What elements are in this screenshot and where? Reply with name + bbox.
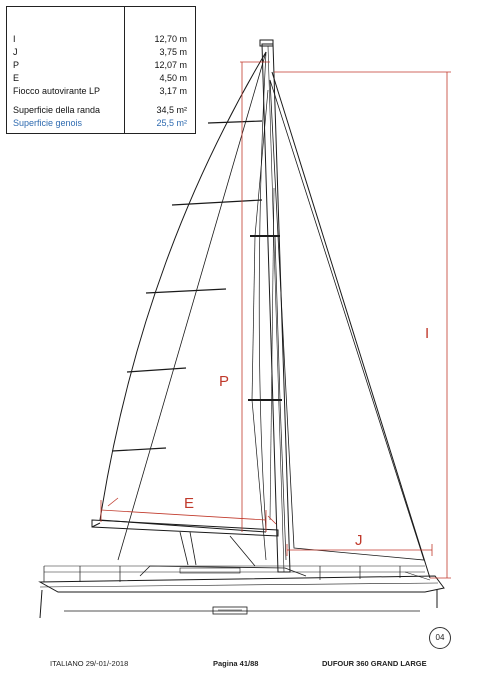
spec-row-e: E 4,50 m [7,72,195,84]
rig-spec-table: I 12,70 m J 3,75 m P 12,07 m E 4,50 m Fi… [6,6,196,134]
spec-row-jib-lp: Fiocco autovirante LP 3,17 m [7,85,195,97]
spec-label: I [13,34,16,44]
dimension-label-j: J [355,532,363,549]
shroud [279,399,287,561]
batten [171,199,263,206]
cabin-window [179,567,241,574]
shroud [254,89,269,237]
keel-marker [212,606,248,615]
shroud [251,235,256,401]
spec-value: 34,5 m² [156,105,187,115]
footer-page-number: Pagina 41/88 [213,659,259,668]
forestay [271,71,431,579]
spec-row-i: I 12,70 m [7,33,195,45]
mainsail-leech [99,51,267,533]
cabin-top [139,565,307,577]
spec-value: 12,07 m [154,60,187,70]
dimension-label-i: I [425,325,429,342]
spec-label: E [13,73,20,83]
mast-track [267,45,285,573]
spec-label: Superficie genois [13,118,83,128]
spec-row-p: P 12,07 m [7,59,195,71]
transom [39,589,43,619]
dimension-e-line [100,509,267,521]
boom-end [91,522,101,528]
mainsail-luff [258,51,267,533]
masthead [259,39,274,47]
sheet-number-badge: 04 [429,627,451,649]
hull [38,575,445,593]
footer-language-date: ITALIANO 29/-01/-2018 [50,659,129,668]
spec-label: Fiocco autovirante LP [13,86,101,96]
batten [207,120,263,124]
spec-row-mainsail-area: Superficie della randa 34,5 m² [7,104,195,116]
dimension-e-tick [107,497,119,507]
batten [145,288,227,294]
mainsheet [189,531,197,566]
spec-row-genoa-area: Superficie genois 25,5 m² [7,117,195,129]
spec-label: P [13,60,20,70]
bow-pulpit [404,571,431,581]
batten [126,367,187,373]
jib-luff-detail [269,187,275,521]
hull-stripe [39,582,439,588]
footer-model-name: DUFOUR 360 GRAND LARGE [322,659,427,668]
spec-value: 4,50 m [159,73,187,83]
mainsheet [179,531,189,566]
backstay [117,51,267,561]
table-divider [124,7,125,133]
jib [269,79,425,561]
boom-vang [229,535,256,567]
spec-label: Superficie della randa [13,105,101,115]
spec-row-j: J 3,75 m [7,46,195,58]
spec-value: 3,75 m [159,47,187,57]
spec-value: 25,5 m² [156,118,187,128]
batten [111,447,167,452]
dimension-label-p: P [219,373,229,390]
boom [91,519,279,537]
shroud [274,235,281,401]
shroud [251,399,267,561]
spec-label: J [13,47,18,57]
spec-value: 3,17 m [159,86,187,96]
spec-value: 12,70 m [154,34,187,44]
dimension-label-e: E [184,495,194,512]
dimension-e-tick [267,515,277,525]
